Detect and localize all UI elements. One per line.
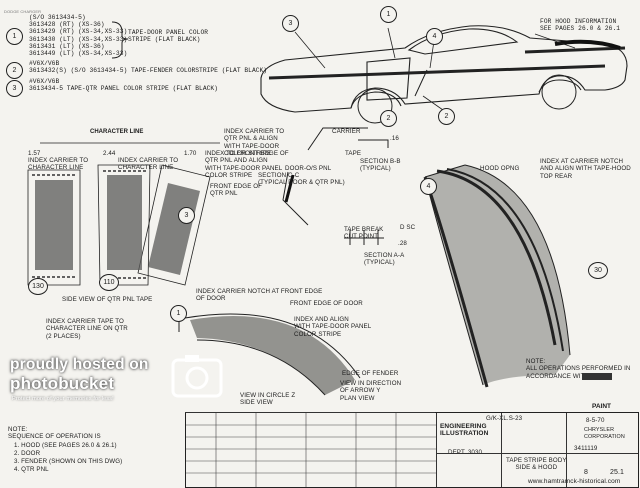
model: G/K-XL.S-23 <box>486 415 523 422</box>
hood-opng-label: HOOD OPNG <box>480 165 520 172</box>
brand: CHRYSLER CORPORATION <box>584 427 625 441</box>
eng-illustration: ENGINEERING ILLUSTRATION <box>440 423 489 438</box>
hood-info: FOR HOOD INFORMATION SEE PAGES 26.0 & 26… <box>540 18 621 33</box>
index-carrier-tape-label: INDEX CARRIER TAPE TO CHARACTER LINE ON … <box>46 318 128 340</box>
photobucket-camera-icon <box>171 355 223 398</box>
section-views <box>282 127 389 245</box>
part-brace <box>111 21 129 59</box>
view-arrow-label: VIEW IN DIRECTION OF ARROW Y PLAN VIEW <box>340 380 402 402</box>
desc: TAPE STRIPE BODY SIDE & HOOD <box>506 457 567 472</box>
watermark-line2: photobucket <box>10 374 115 393</box>
section-aa-label: SECTION A-A (TYPICAL) <box>364 252 405 267</box>
seq-step: 2. DOOR <box>14 450 41 457</box>
watermark-sub: Protect more of your memories for less! <box>12 396 114 402</box>
d-sc-label: D SC <box>400 224 416 231</box>
index-carrier-qtr-label: INDEX CARRIER TO QTR PNL & ALIGN WITH TA… <box>224 128 285 158</box>
revision-grid <box>185 412 435 487</box>
tape-door-label: TAPE-DOOR PANEL COLOR STRIPE (FLAT BLACK… <box>128 29 209 44</box>
part-line: 3613428 (RT) (XS-36) <box>29 21 105 29</box>
tape-label: TAPE <box>345 150 362 157</box>
callout-4: 4 <box>426 28 443 45</box>
callout-2: 2 <box>6 62 23 79</box>
part-line: 3613429 (RT) (XS-34,XS-33) <box>29 28 128 36</box>
photobucket-watermark: proudly hosted on photobucket Protect mo… <box>0 344 230 414</box>
callout-30: 30 <box>588 262 608 279</box>
section: 8 <box>584 469 588 476</box>
part-code: #V6X/V6B <box>29 60 60 68</box>
watermark-line1: proudly hosted on <box>10 356 149 373</box>
seq-step: 3. FENDER (SHOWN ON THIS DWG) <box>14 458 123 465</box>
callout-2: 2 <box>438 108 455 125</box>
revision-grid-lines <box>186 413 436 487</box>
callout-1: 1 <box>170 305 187 322</box>
qtr-panel-tapes <box>27 142 220 286</box>
tb-divider <box>436 453 638 454</box>
date: 8-5-70 <box>586 417 605 424</box>
callout-1: 1 <box>380 6 397 23</box>
seq-step: 1. HOOD (SEE PAGES 26.0 & 26.1) <box>14 442 117 449</box>
callout-2: 2 <box>380 110 397 127</box>
callout-4: 4 <box>420 178 437 195</box>
seq-line1: SEQUENCE OF OPERATION IS <box>8 433 101 440</box>
character-line-label: CHARACTER LINE <box>90 129 144 135</box>
part-line: 3613434-5 TAPE-QTR PANEL COLOR STRIPE (F… <box>29 84 218 92</box>
callout-1: 1 <box>6 28 23 45</box>
tb-divider <box>566 413 567 487</box>
callout-110: 110 <box>99 274 119 291</box>
door-qtr-label: DOOR-O/S PNL <box>285 165 332 172</box>
dim-4: .16 <box>390 135 399 142</box>
view-circle-label: VIEW IN CIRCLE Z SIDE VIEW <box>240 392 296 407</box>
tb-divider <box>501 413 502 487</box>
index-align-door-label: INDEX AND ALIGN WITH TAPE-DOOR PANEL COL… <box>294 316 372 338</box>
dept: DEPT. 3030 <box>448 449 482 456</box>
side-view-qtr-label: SIDE VIEW OF QTR PNL TAPE <box>62 296 153 303</box>
car-side-illustration <box>260 25 628 124</box>
part-line: 3613430 (LT) (XS-34,XS-33) <box>29 35 128 43</box>
index-carrier-notch-label: INDEX AT CARRIER NOTCH AND ALIGN WITH TA… <box>540 158 631 180</box>
paint-label: PAINT <box>592 403 612 410</box>
seq-title: NOTE: <box>8 426 28 433</box>
number: 3411119 <box>574 445 598 452</box>
tb-divider <box>436 413 437 487</box>
title-block: ENGINEERING ILLUSTRATION DEPT. 3030 G/K-… <box>185 412 639 488</box>
dim-3: 1.70 <box>184 150 197 157</box>
carrier-label: CARRIER <box>332 128 361 135</box>
tape-break-label: TAPE BREAK CUT POINT <box>344 226 384 241</box>
header-stamp: DODGE CHARGER <box>4 9 42 14</box>
page: 25.1 <box>610 469 625 476</box>
dim-1: 1.57 <box>28 150 41 157</box>
callout-3: 3 <box>6 80 23 97</box>
section-cc-label: SECTION C-C (TYPICAL DOOR & QTR PNL) <box>258 172 345 187</box>
footer-url: www.hamtramck-historical.com <box>528 478 621 485</box>
front-edge-qtr-label: FRONT EDGE OF QTR PNL <box>210 183 263 198</box>
index-char-label: INDEX CARRIER TO CHARACTER LINE <box>118 157 179 172</box>
callout-3: 3 <box>282 15 299 32</box>
edge-fender-label: EDGE OF FENDER <box>342 370 399 377</box>
part-line: 3613431 (LT) (XS-36) <box>29 42 105 50</box>
part-line: (S/O 3613434-5) <box>29 14 86 21</box>
part-code: #V6X/V6B <box>29 77 60 85</box>
part-list: (S/O 3613434-5) 3613428 (RT) (XS-36) 361… <box>4 14 267 92</box>
index-char-label: INDEX CARRIER TO CHARACTER LINE <box>28 157 89 172</box>
callout-130: 130 <box>28 278 48 295</box>
note-ref-box <box>582 373 612 380</box>
part-line: 3613432(S) (S/O 3613434-5) TAPE-FENDER C… <box>29 67 268 75</box>
part-line: 3613449 (LT) (XS-34,XS-33) <box>29 50 128 58</box>
seq-step: 4. QTR PNL <box>14 466 49 473</box>
dim-5: .28 <box>398 240 407 247</box>
index-front-edge-label: INDEX TO FRONT EDGE OF QTR PNL AND ALIGN… <box>205 150 289 180</box>
note-label: NOTE: ALL OPERATIONS PERFORMED IN ACCORD… <box>526 358 631 380</box>
fender-detail <box>178 313 361 396</box>
dim-2: 2.44 <box>103 150 116 157</box>
front-edge-door-label: FRONT EDGE OF DOOR <box>290 300 363 307</box>
index-notch-door-label: INDEX CARRIER NOTCH AT FRONT EDGE OF DOO… <box>196 288 323 303</box>
callout-3: 3 <box>178 207 195 224</box>
section-bb-label: SECTION B-B (TYPICAL) <box>360 158 401 173</box>
